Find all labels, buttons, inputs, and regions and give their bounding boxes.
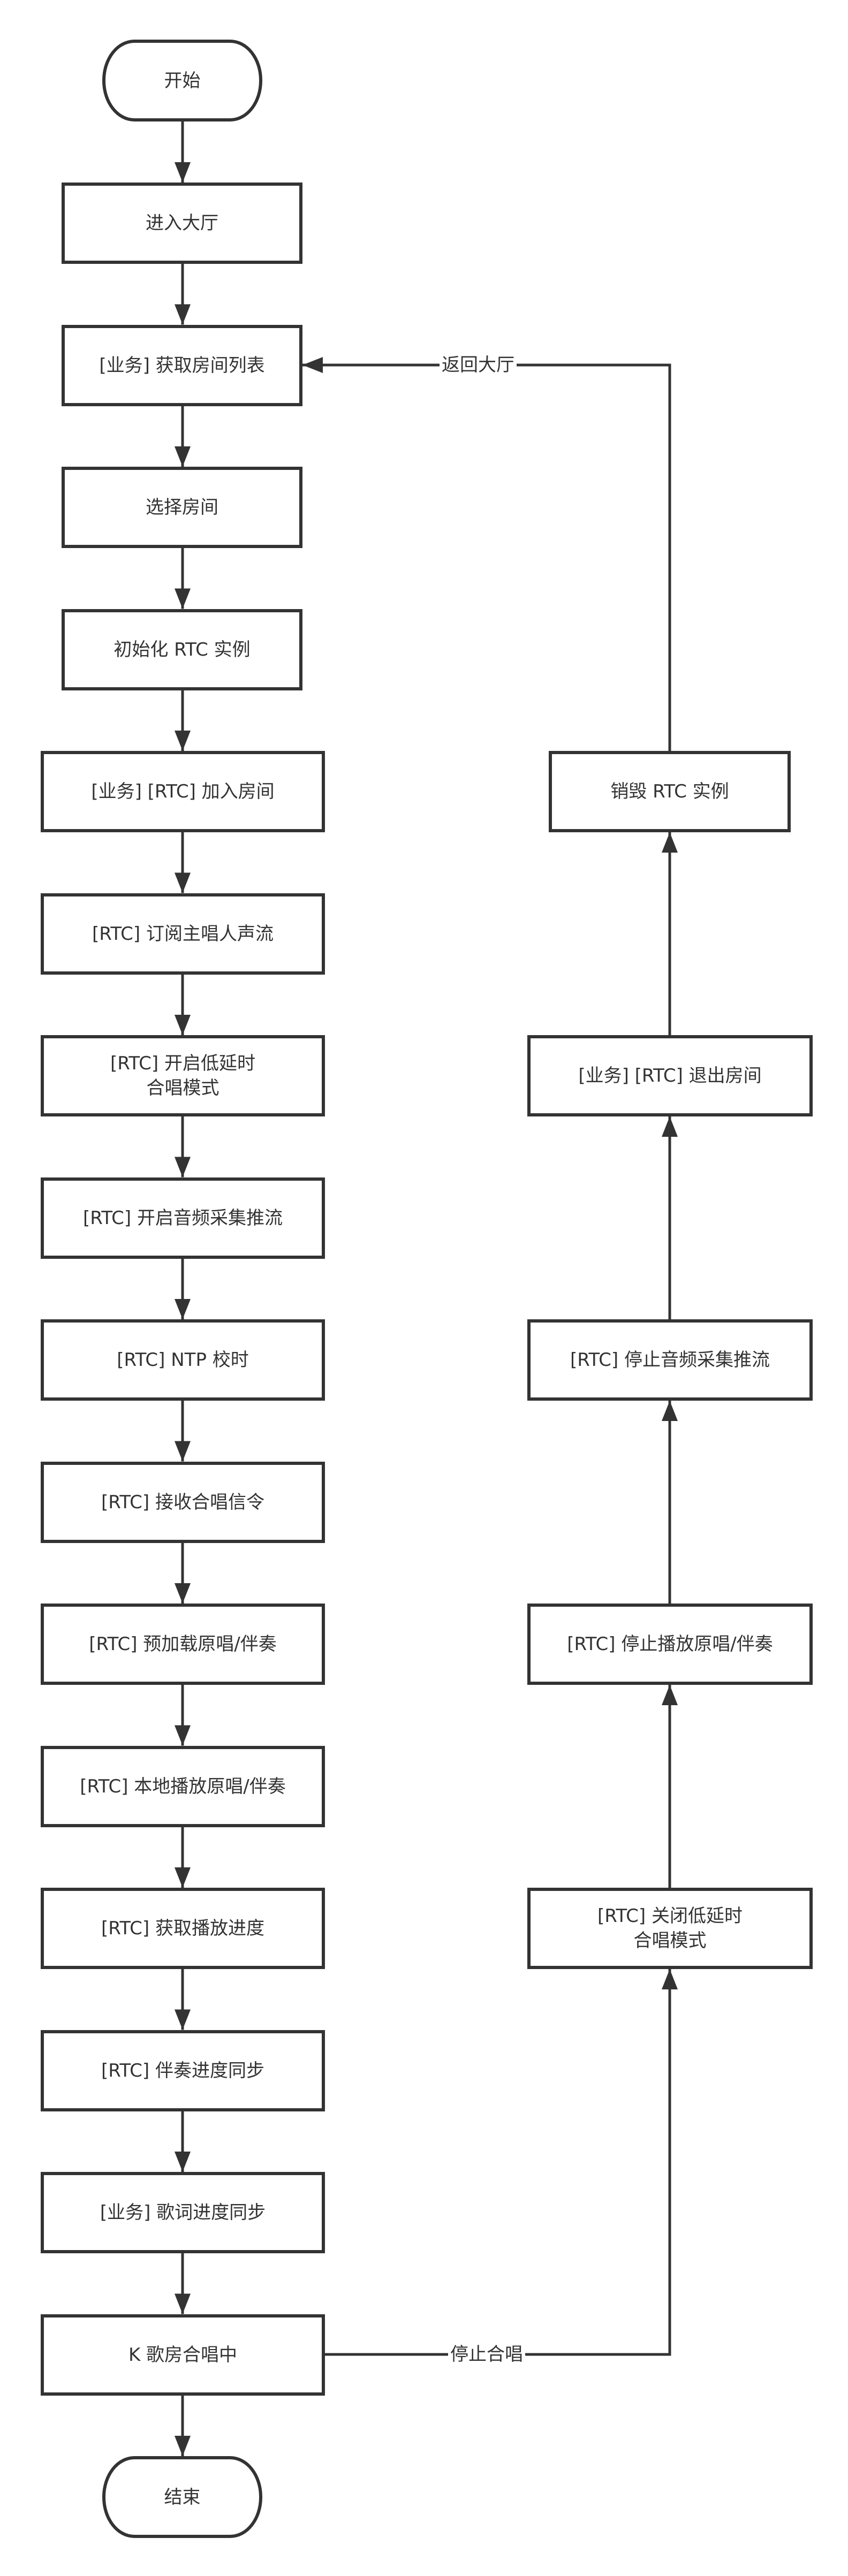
connector-stop-chorus [325,1969,671,2356]
step-preload-music: [RTC] 预加载原唱/伴奏 [41,1604,325,1685]
arrowhead-icon [175,304,191,325]
arrowhead-icon [175,1015,191,1035]
step-get-progress: [RTC] 获取播放进度 [41,1888,325,1969]
step-destroy-rtc: 销毁 RTC 实例 [549,751,791,832]
step-label: [业务] 歌词进度同步 [100,2202,266,2223]
step-label: [RTC] 开启音频采集推流 [82,1207,283,1229]
step-label: [RTC] NTP 校时 [117,1349,249,1371]
arrowhead-icon [175,588,191,609]
arrowhead-icon [175,162,191,183]
step-leave-room: [业务] [RTC] 退出房间 [527,1035,813,1116]
step-subscribe-lead-stream: [RTC] 订阅主唱人声流 [41,893,325,975]
arrowhead-icon [175,1157,191,1177]
end-terminal: 结束 [102,2456,262,2538]
arrowhead-icon [175,446,191,467]
step-chorus-in-progress: K 歌房合唱中 [41,2314,325,2396]
step-enter-lobby: 进入大厅 [62,183,302,264]
step-label: [RTC] 订阅主唱人声流 [92,923,274,945]
step-disable-low-latency: [RTC] 关闭低延时 合唱模式 [527,1888,813,1969]
step-play-music: [RTC] 本地播放原唱/伴奏 [41,1745,325,1827]
step-label: [RTC] 伴奏进度同步 [101,2060,264,2081]
arrowhead-icon [662,1685,678,1705]
step-ntp-sync: [RTC] NTP 校时 [41,1319,325,1401]
arrowhead-icon [662,1401,678,1421]
step-label: K 歌房合唱中 [128,2344,238,2366]
connector-back-to-lobby [302,363,671,751]
step-label: 选择房间 [146,497,218,518]
step-select-room: 选择房间 [62,467,302,548]
step-receive-signal: [RTC] 接收合唱信令 [41,1461,325,1543]
arrowhead-icon [175,2152,191,2172]
arrowhead-icon [662,1116,678,1137]
step-enable-low-latency: [RTC] 开启低延时 合唱模式 [41,1035,325,1116]
step-label: 初始化 RTC 实例 [113,639,251,660]
arrowhead-icon [175,2436,191,2456]
arrowhead-icon [175,2009,191,2030]
step-label: [业务] [RTC] 加入房间 [91,781,275,802]
step-label: [业务] [RTC] 退出房间 [578,1065,762,1086]
step-start-audio-publish: [RTC] 开启音频采集推流 [41,1177,325,1259]
step-label: [RTC] 本地播放原唱/伴奏 [80,1775,286,1797]
step-label: [RTC] 获取播放进度 [101,1918,264,1939]
step-sync-accompaniment: [RTC] 伴奏进度同步 [41,2030,325,2111]
step-label: [RTC] 开启低延时 合唱模式 [110,1053,255,1099]
edge-label-stop-chorus: 停止合唱 [448,2344,525,2365]
start-label: 开始 [164,70,201,92]
step-label: [RTC] 停止音频采集推流 [570,1349,770,1371]
arrowhead-icon [662,832,678,853]
step-label: 销毁 RTC 实例 [610,781,729,802]
step-label: [RTC] 停止播放原唱/伴奏 [567,1633,773,1655]
arrowhead-icon [175,872,191,893]
step-label: [RTC] 关闭低延时 合唱模式 [597,1905,743,1951]
step-sync-lyrics: [业务] 歌词进度同步 [41,2172,325,2253]
step-init-rtc: 初始化 RTC 实例 [62,609,302,690]
step-label: [业务] 获取房间列表 [99,354,265,376]
step-get-room-list: [业务] 获取房间列表 [62,324,302,406]
step-label: [RTC] 预加载原唱/伴奏 [89,1633,277,1655]
arrowhead-icon [175,1867,191,1888]
edge-label-back-to-lobby: 返回大厅 [440,354,517,376]
arrowhead-icon [175,1441,191,1462]
step-stop-audio-publish: [RTC] 停止音频采集推流 [527,1319,813,1401]
arrowhead-icon [662,1969,678,1989]
start-terminal: 开始 [102,40,262,121]
arrowhead-icon [175,2293,191,2314]
step-stop-music: [RTC] 停止播放原唱/伴奏 [527,1604,813,1685]
arrowhead-icon [175,1725,191,1746]
step-label: [RTC] 接收合唱信令 [101,1491,264,1513]
step-join-room: [业务] [RTC] 加入房间 [41,751,325,832]
arrowhead-icon [302,357,323,373]
arrowhead-icon [175,1299,191,1319]
arrowhead-icon [175,731,191,751]
step-label: 进入大厅 [146,212,218,234]
end-label: 结束 [164,2486,201,2508]
arrowhead-icon [175,1583,191,1604]
